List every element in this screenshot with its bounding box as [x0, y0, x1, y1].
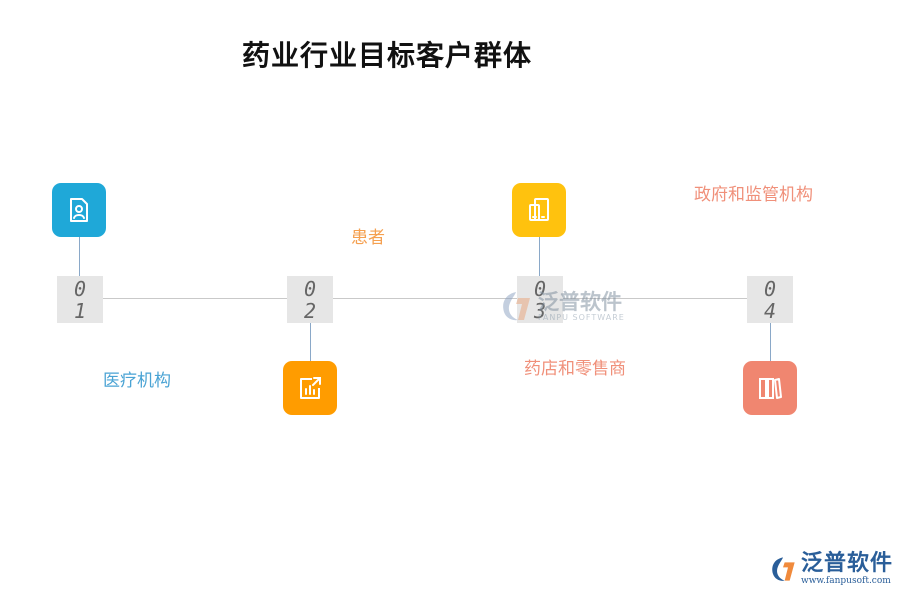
step-2-digit-1: 0 [303, 276, 317, 301]
watermark: 泛普软件 FANPU SOFTWARE [498, 290, 625, 322]
step-4-label: 政府和监管机构 [694, 185, 813, 205]
step-4-digit-1: 0 [763, 276, 777, 301]
watermark-cn: 泛普软件 [538, 289, 622, 314]
timeline-line [80, 298, 770, 299]
step-4-digit-2: 4 [763, 298, 777, 323]
step-2-icon-box [283, 361, 337, 415]
step-1-digit-2: 1 [73, 298, 87, 323]
step-1-label: 医疗机构 [103, 371, 171, 391]
page-title: 药业行业目标客户群体 [242, 39, 533, 72]
step-1-connector [79, 237, 80, 276]
step-1-icon-box [52, 183, 106, 237]
step-2-digit-2: 2 [303, 298, 317, 323]
step-2-connector [310, 323, 311, 361]
step-4-connector [770, 323, 771, 361]
books-icon [759, 378, 782, 399]
step-4-icon-box [743, 361, 797, 415]
fanpu-logo-icon [503, 292, 530, 321]
brand-name: 泛普软件 [801, 551, 894, 576]
watermark-en: FANPU SOFTWARE [538, 312, 625, 322]
brand-url[interactable]: www.fanpusoft.com [801, 576, 891, 586]
step-1-number: 0 1 [57, 276, 103, 323]
step-2-number: 0 2 [287, 276, 333, 323]
step-3-digit-1: 0 [533, 276, 547, 301]
devices-icon [529, 198, 549, 221]
step-2-label: 患者 [351, 228, 385, 248]
step-3-digit-2: 3 [533, 298, 547, 323]
chart-share-icon [300, 377, 321, 399]
brand-logo: 泛普软件 www.fanpusoft.com [768, 552, 893, 586]
fanpu-logo-icon [772, 557, 795, 581]
step-4-number: 0 4 [747, 276, 793, 323]
person-document-icon [70, 198, 88, 222]
step-3-icon-box [512, 183, 566, 237]
step-3-connector [539, 237, 540, 276]
step-1-digit-1: 0 [73, 276, 87, 301]
step-3-label: 药店和零售商 [524, 359, 626, 379]
